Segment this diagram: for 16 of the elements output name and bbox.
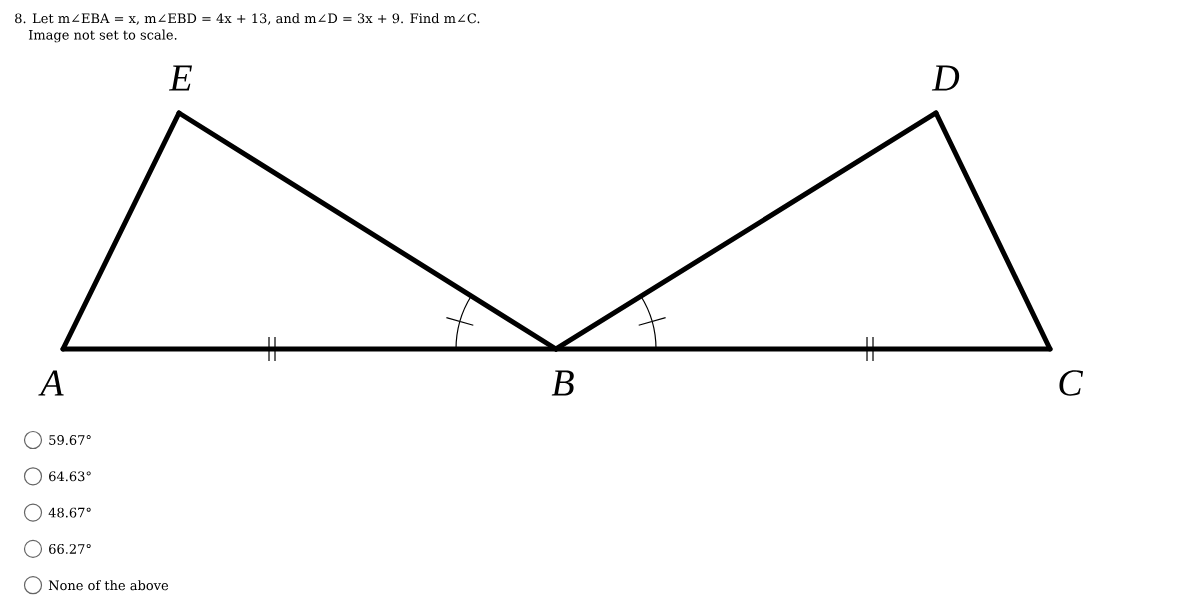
triangle-side [553,346,1053,352]
answer-option: 59.67° [49,435,91,445]
answer-option: None of the above [48,580,169,591]
triangle-side [176,110,559,352]
vertex-label: C [1059,370,1084,396]
answer-option: 66.27° [49,544,91,554]
vertex-label: A [38,370,64,396]
vertex-label: D [931,65,960,91]
triangle-side [553,110,939,352]
answer-option: 64.63° [49,471,91,482]
question-text: 8. Let m∠EBA = x, m∠EBD = 4x + 13, and m∠D = 3x + 9. Find m∠C. [15,13,480,25]
note-text: Image not set to scale. [28,29,177,43]
triangle-side [933,110,1053,352]
vertex-label: E [168,65,192,91]
answer-option: 48.67° [48,507,91,518]
vertex-label: B [551,370,574,396]
